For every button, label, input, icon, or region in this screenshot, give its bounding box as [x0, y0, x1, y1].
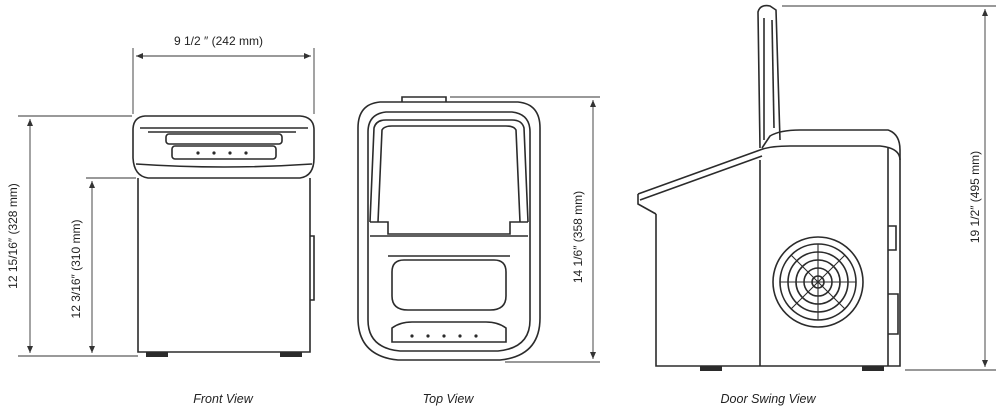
- front-view: [132, 115, 315, 357]
- front-view-caption: Front View: [193, 392, 253, 406]
- top-view-caption: Top View: [422, 392, 474, 406]
- top-view: [357, 96, 541, 361]
- front-width-label: 9 1/2 ″ (242 mm): [174, 34, 263, 48]
- top-depth-label: 14 1/6″ (358 mm): [571, 190, 585, 284]
- front-total-height-label: 12 15/16″ (328 mm): [6, 183, 20, 289]
- side-dimension-lines: [782, 5, 996, 371]
- door-swing-view: [637, 4, 901, 371]
- door-height-label: 19 1/2″ (495 mm): [968, 150, 982, 244]
- front-dimension-lines: [18, 48, 315, 357]
- front-body-height-label: 12 3/16″ (310 mm): [69, 219, 83, 319]
- top-dimension-lines: [450, 96, 600, 363]
- door-swing-view-caption: Door Swing View: [720, 392, 816, 406]
